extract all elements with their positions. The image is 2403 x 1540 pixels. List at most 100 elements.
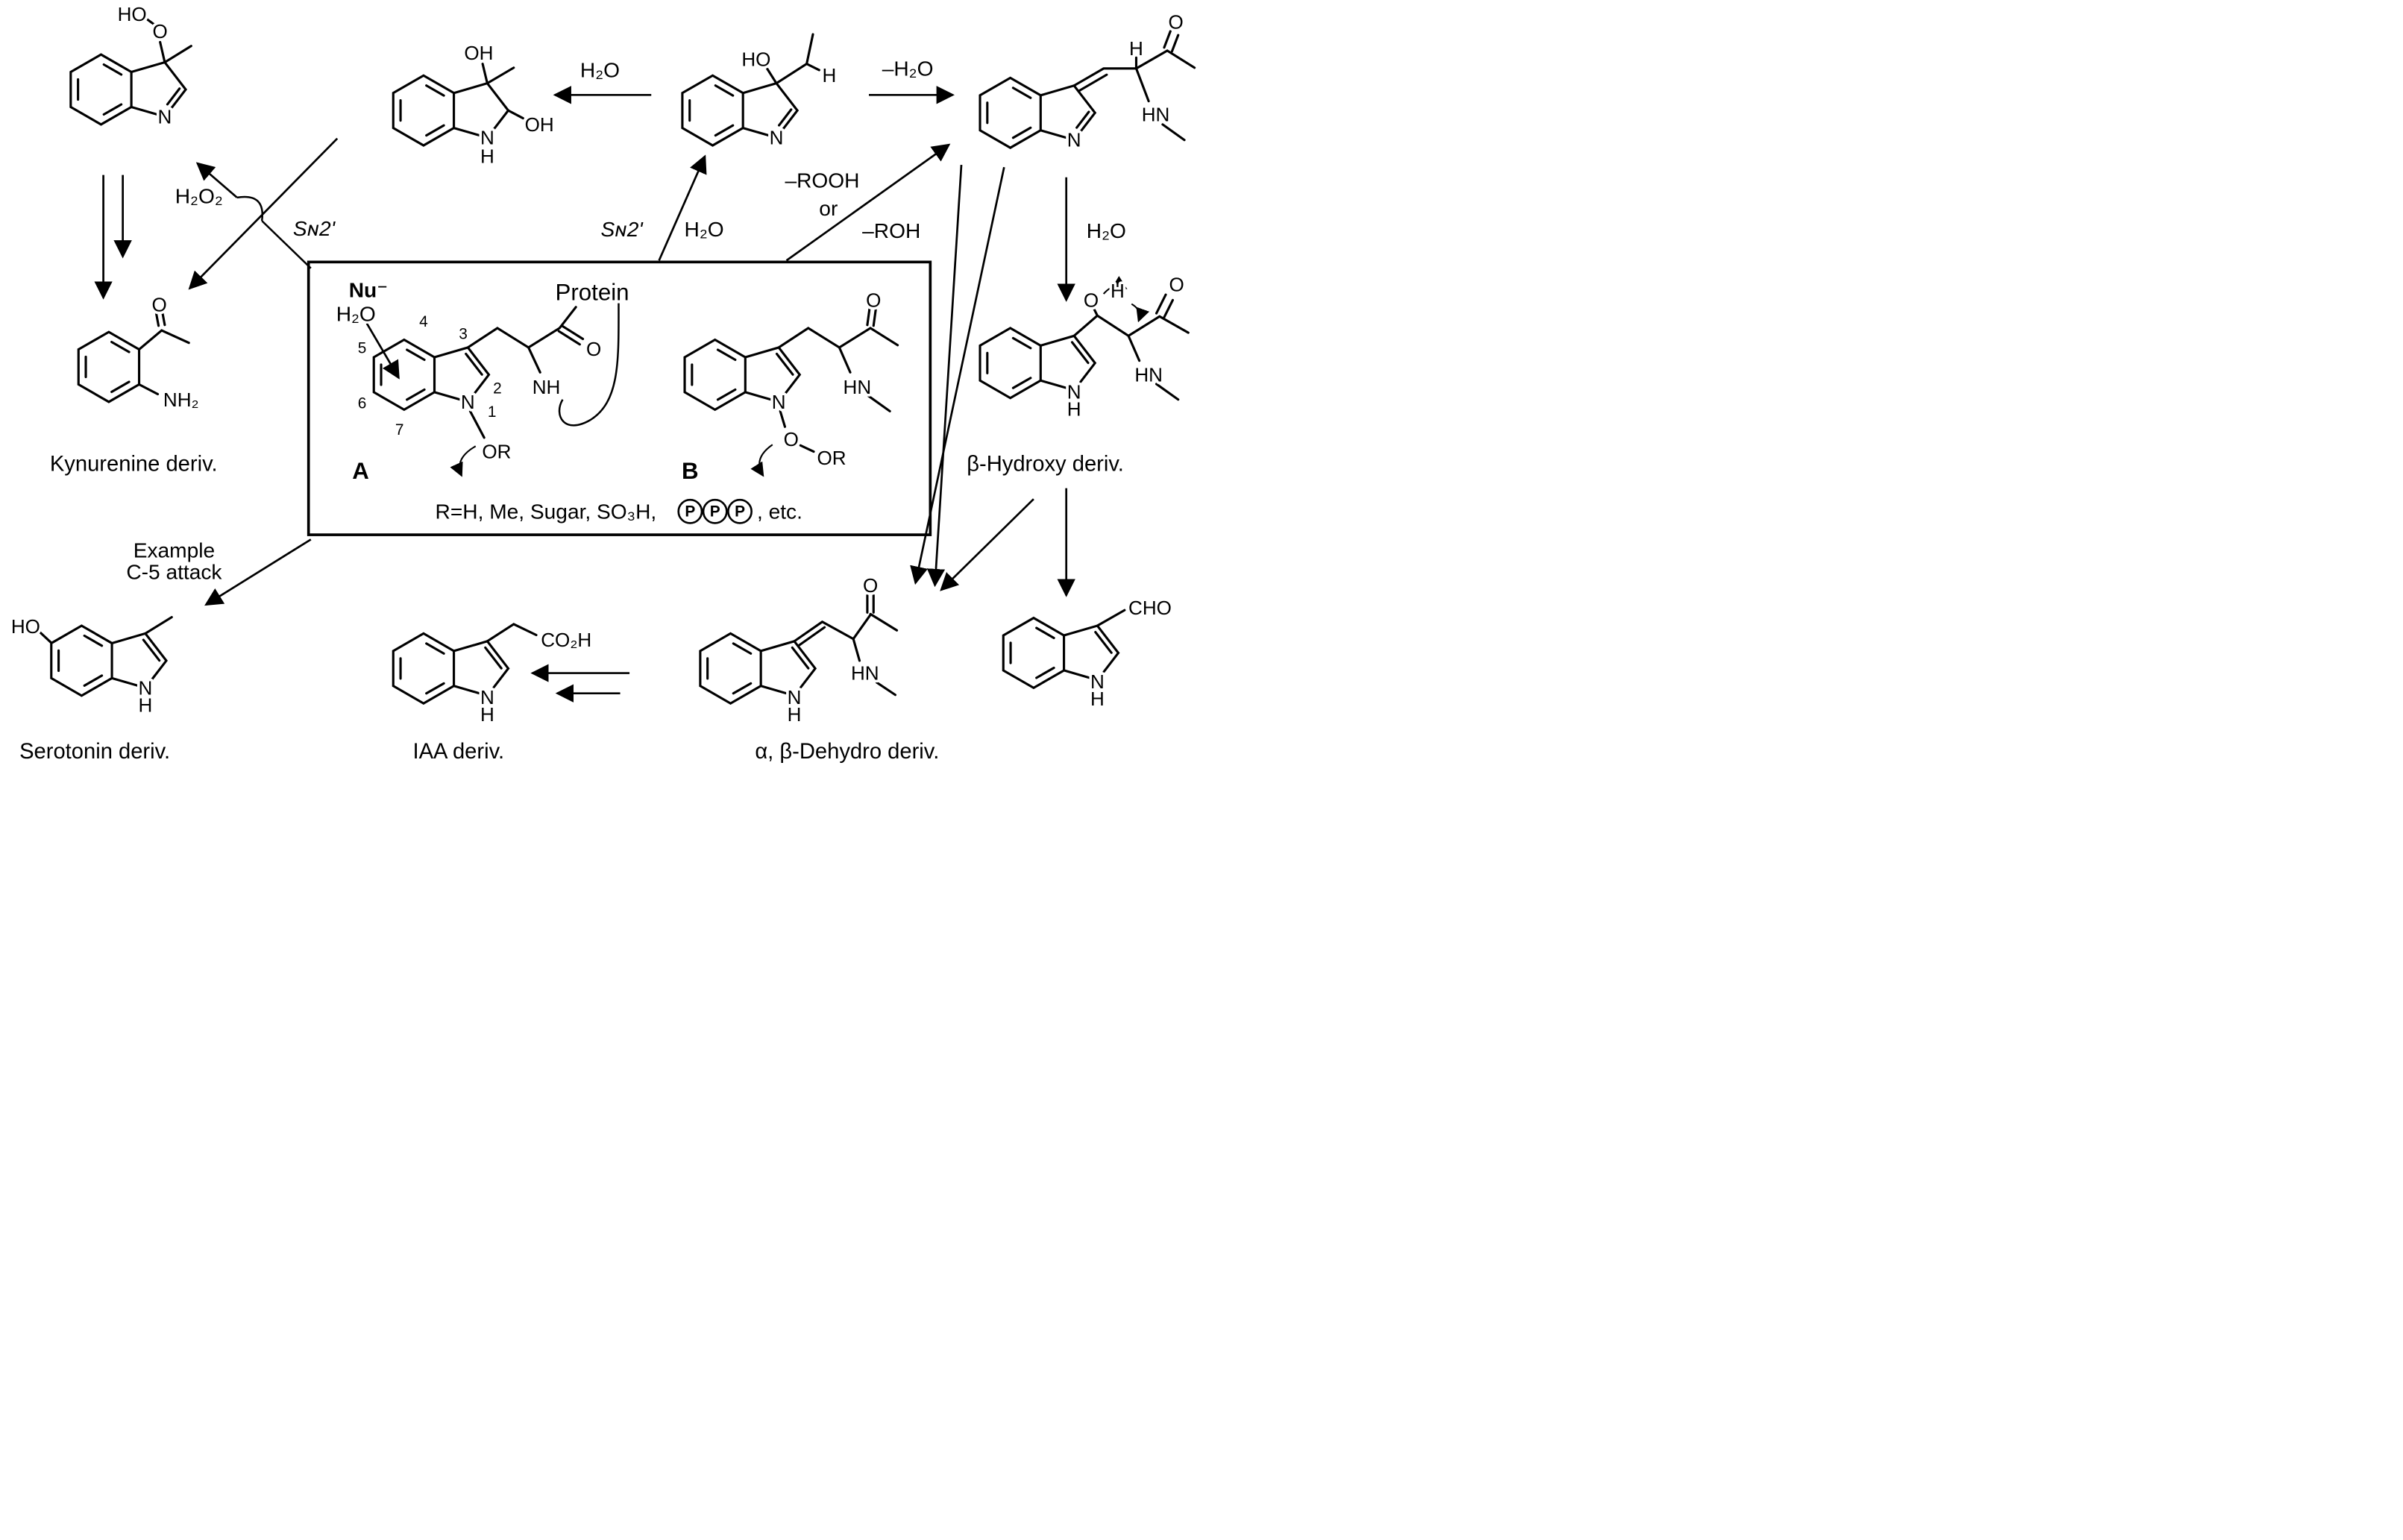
atom-label: N bbox=[770, 127, 784, 149]
atom-label: O bbox=[1084, 289, 1099, 311]
phosphate-circle bbox=[727, 498, 753, 524]
ring-number-7: 7 bbox=[395, 421, 404, 439]
ring-number-2: 2 bbox=[493, 380, 502, 397]
atom-label: CHO bbox=[1128, 597, 1172, 619]
bonds bbox=[1096, 609, 1126, 627]
atom-label: NH₂ bbox=[163, 389, 199, 411]
atom-label: HN bbox=[851, 662, 879, 685]
caption-beta-hydroxy: β-Hydroxy deriv. bbox=[967, 452, 1124, 476]
bonds bbox=[137, 311, 190, 396]
atom-label: O bbox=[1169, 274, 1184, 296]
reaction-scheme: HO O N O NH₂ Kynurenine deriv. H₂O₂ Sɴ2'… bbox=[8, 0, 1196, 764]
ring-number-6: 6 bbox=[358, 395, 367, 412]
label-minus-rooh: –ROOH bbox=[785, 169, 859, 192]
arrow-box-to-topright bbox=[785, 143, 951, 262]
label-c5-attack: C-5 attack bbox=[126, 561, 222, 584]
label-A: A bbox=[352, 458, 369, 484]
bonds bbox=[777, 307, 899, 453]
label-sn2-left: Sɴ2' bbox=[293, 217, 336, 240]
mechanism-arrow bbox=[1102, 276, 1128, 295]
atom-label: N bbox=[1067, 380, 1081, 403]
atom-label: H bbox=[480, 145, 494, 168]
atom-label: N bbox=[480, 127, 494, 149]
atom-label: H bbox=[1090, 688, 1105, 710]
phosphate-p: P bbox=[735, 503, 745, 520]
benzene-ring bbox=[1002, 617, 1066, 689]
atom-label: OH bbox=[464, 42, 493, 64]
atom-label: O bbox=[586, 338, 601, 360]
label-h2o-mid: H₂O bbox=[685, 218, 724, 241]
leaving-group-arrow bbox=[450, 445, 477, 477]
caption-serotonin: Serotonin deriv. bbox=[19, 740, 170, 764]
structure-iaa: CO₂H N H bbox=[392, 623, 594, 728]
bonds bbox=[765, 33, 820, 85]
atom-label: HO bbox=[11, 615, 40, 638]
label-or: or bbox=[819, 197, 838, 220]
atom-label: HO bbox=[118, 3, 147, 25]
atom-label: N bbox=[1067, 129, 1081, 151]
r-definition-prefix: R=H, Me, Sugar, SO₃H, bbox=[436, 500, 657, 523]
label-minus-roh: –ROH bbox=[862, 219, 920, 242]
benzene-ring bbox=[979, 76, 1042, 149]
atom-label: H bbox=[1067, 397, 1081, 420]
bonds bbox=[144, 16, 192, 64]
atom-label: HO bbox=[741, 48, 770, 70]
atom-label: H bbox=[138, 694, 152, 716]
atom-label: CO₂H bbox=[541, 629, 591, 651]
atom-label: HN bbox=[1134, 363, 1163, 386]
mechanism-arrow bbox=[1131, 303, 1150, 323]
arrow-box-to-serotonin bbox=[204, 538, 312, 606]
atom-label: O bbox=[151, 294, 166, 316]
atom-label: N bbox=[138, 676, 152, 699]
label-h2o-box: H₂O bbox=[336, 303, 376, 326]
atom-label: N bbox=[480, 686, 494, 708]
atom-label: N bbox=[461, 391, 475, 413]
label-minus-h2o: –H₂O bbox=[882, 57, 934, 80]
structure-diol: OH OH N H bbox=[392, 39, 556, 170]
benzene-ring bbox=[69, 53, 133, 126]
label-nucleophile: Nu⁻ bbox=[349, 278, 388, 301]
atom-label: O bbox=[784, 428, 799, 450]
arrow-topright-to-dehydro-2 bbox=[926, 164, 963, 588]
structure-hydroperoxide: HO O N bbox=[69, 0, 192, 131]
atom-label: HN bbox=[1142, 103, 1170, 125]
ring-number-5: 5 bbox=[358, 340, 367, 357]
atom-label: H bbox=[1111, 280, 1125, 302]
bonds bbox=[793, 594, 899, 697]
atom-label: OH bbox=[525, 113, 554, 136]
atom-label: H bbox=[1129, 37, 1143, 60]
structure-serotonin: HO N H bbox=[8, 612, 173, 719]
r-definition-suffix: , etc. bbox=[757, 500, 802, 523]
atom-label: H bbox=[822, 64, 836, 87]
label-protein: Protein bbox=[556, 279, 629, 305]
bonds bbox=[486, 623, 538, 643]
structure-beta-hydroxy: O H O HN N H bbox=[979, 271, 1190, 423]
leaving-group-arrow bbox=[750, 444, 773, 477]
bonds bbox=[38, 615, 173, 644]
atom-label: H bbox=[480, 703, 494, 726]
arrow-to-hydroperoxide-seg bbox=[261, 220, 312, 269]
atom-label: HN bbox=[844, 376, 872, 398]
benzene-ring bbox=[392, 632, 456, 705]
atom-label: O bbox=[863, 574, 878, 597]
arrow-to-hydroperoxide-head bbox=[195, 162, 238, 198]
structure-kynurenine: O NH₂ bbox=[77, 291, 201, 413]
atom-label: N bbox=[1090, 670, 1105, 693]
benzene-ring bbox=[681, 74, 744, 147]
or-group-label: OR bbox=[817, 447, 846, 469]
benzene-ring bbox=[50, 624, 113, 697]
arrow-box-to-diol bbox=[658, 154, 707, 261]
atom-label: NH bbox=[533, 376, 561, 398]
label-h2o2: H₂O₂ bbox=[175, 184, 223, 207]
phosphate-p: P bbox=[685, 503, 695, 520]
phosphate-circle bbox=[702, 498, 728, 524]
benzene-ring bbox=[699, 632, 762, 705]
nucleophile-attack-arrow bbox=[365, 322, 400, 380]
bonds bbox=[1072, 30, 1196, 142]
atom-label: N bbox=[772, 391, 786, 413]
caption-dehydro: α, β-Dehydro deriv. bbox=[755, 740, 939, 764]
substrate-box bbox=[307, 260, 932, 536]
atom-label: N bbox=[788, 686, 802, 708]
benzene-ring bbox=[77, 330, 141, 403]
atom-label: N bbox=[158, 105, 172, 128]
